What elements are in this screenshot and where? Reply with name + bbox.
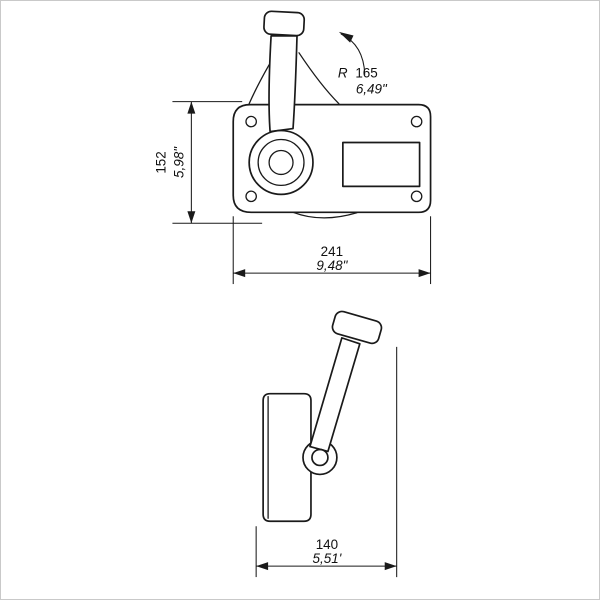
dim-arrow-left [256, 562, 269, 571]
side-pivot-center [311, 448, 329, 467]
pivot-hub-ring [257, 138, 305, 187]
housing-lower-bulge [292, 211, 358, 219]
dim-arrow-right [418, 269, 431, 278]
screw-hole [245, 190, 257, 203]
width-value-mm: 241 [321, 244, 343, 259]
screw-hole [410, 190, 423, 203]
depth-value-inches: 5,51' [313, 551, 342, 566]
side-view: 140 5,51' [255, 310, 398, 578]
label-plate [342, 141, 421, 188]
dim-arrow-up [187, 101, 196, 114]
width-value-inches: 9,48" [316, 258, 348, 273]
height-value-mm: 152 [153, 151, 168, 173]
side-body-outline [262, 392, 312, 523]
depth-dimension: 140 5,51' [255, 346, 398, 578]
lever-boot-left [248, 64, 270, 105]
side-lever-knob [331, 310, 383, 345]
lever-arm [268, 35, 298, 133]
dim-arrow-right [384, 562, 397, 571]
radius-prefix: R [338, 66, 348, 81]
radius-label: R 165 [338, 66, 378, 81]
side-lever-arm [309, 337, 361, 453]
depth-value-mm: 140 [316, 537, 338, 552]
lever-knob [263, 10, 306, 37]
height-value-inches: 5,98" [171, 146, 186, 178]
radius-value-mm: 165 [355, 66, 377, 81]
radius-value-inches: 6,49" [356, 82, 388, 97]
height-dimension: 152 5,98" [153, 101, 263, 224]
width-dimension: 241 9,48" [232, 216, 432, 285]
pivot-hub-center [268, 149, 294, 176]
arc-arrowhead [338, 31, 354, 43]
dim-arrow-left [233, 269, 246, 278]
dim-arrow-down [187, 211, 196, 224]
lever-boot-right [298, 52, 340, 105]
screw-hole [410, 115, 423, 128]
screw-hole [245, 115, 257, 128]
front-view: R 165 6,49" 152 5,98" 241 [153, 10, 432, 285]
